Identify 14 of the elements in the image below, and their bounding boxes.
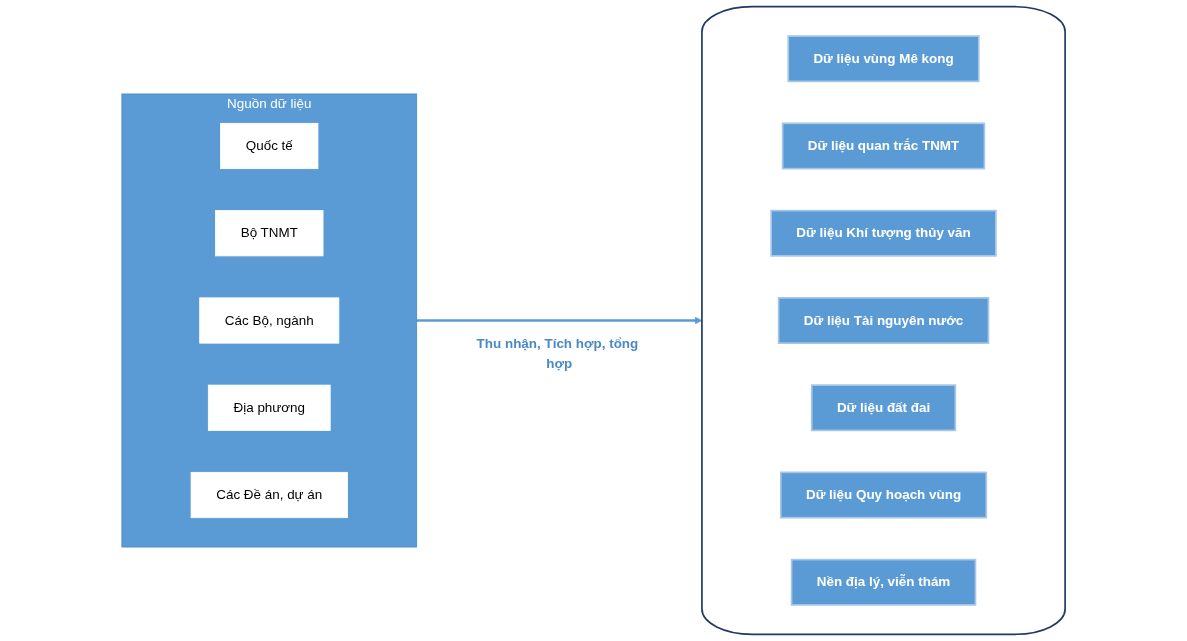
node-box: Nền địa lý, viễn thám	[790, 558, 977, 606]
node-box: Các Đề án, dự án	[190, 471, 348, 519]
node-box: Dữ liệu vùng Mê kong	[787, 35, 980, 83]
node-box: Quốc tế	[220, 122, 319, 170]
node-box: Dữ liệu quan trắc TNMT	[781, 122, 986, 170]
cluster	[701, 5, 1066, 636]
node-box: Dữ liệu Quy hoạch vùng	[779, 471, 988, 519]
node-box: Dữ liệu Tài nguyên nước	[777, 297, 990, 344]
node-box: Dữ liệu đất đai	[810, 384, 957, 432]
node-box: Các Bộ, ngành	[199, 297, 340, 344]
node-box: Bộ TNMT	[215, 210, 324, 257]
edge-label: Thu nhận, Tích hợp, tổng hợp	[476, 336, 639, 371]
node-box: Địa phương	[207, 384, 331, 431]
node-box: Dữ liệu Khí tượng thủy văn	[770, 209, 997, 257]
